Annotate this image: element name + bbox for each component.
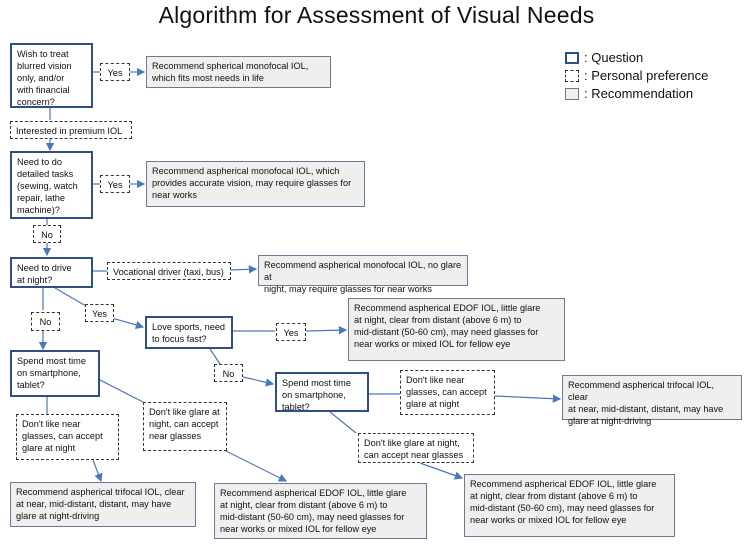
legend-question-label: : Question <box>584 50 644 65</box>
recommendation-edof-sports: Recommend aspherical EDOF IOL, little gl… <box>348 298 565 361</box>
question-smartphone-left: Spend most time on smartphone, tablet? <box>10 350 100 397</box>
vocational-driver: Vocational driver (taxi, bus) <box>107 262 231 280</box>
edge-q3-yes3 <box>54 287 87 307</box>
edge-p6b-r6b <box>225 450 288 482</box>
recommendation-edof-right: Recommend aspherical EDOF IOL, little gl… <box>464 474 675 537</box>
edge-q5l-p6b <box>99 379 144 403</box>
legend-preference-swatch <box>565 70 579 82</box>
yes-label-1: Yes <box>100 63 130 81</box>
interested-premium-iol: Interested in premium IOL <box>10 121 132 139</box>
preference-accept-glare-right: Don't like near glasses, can accept glar… <box>400 370 495 415</box>
edge-p6a-r6a <box>92 459 103 483</box>
recommendation-trifocal-right: Recommend aspherical trifocal IOL, clear… <box>562 375 742 426</box>
recommendation-spherical-monofocal: Recommend spherical monofocal IOL, which… <box>146 56 331 88</box>
recommendation-aspherical-monofocal-no-glare: Recommend aspherical monofocal IOL, no g… <box>258 255 468 294</box>
question-treat-blurred-vision: Wish to treat blurred vision only, and/o… <box>10 43 93 108</box>
recommendation-aspherical-monofocal-accurate: Recommend aspherical monofocal IOL, whic… <box>146 161 365 207</box>
diagram-title: Algorithm for Assessment of Visual Needs <box>158 2 595 28</box>
yes-label-4: Yes <box>276 323 306 341</box>
question-drive-at-night: Need to drive at night? <box>10 257 93 288</box>
yes-label-2: Yes <box>100 175 130 193</box>
recommendation-edof-left: Recommend aspherical EDOF IOL, little gl… <box>214 483 427 539</box>
edge-p5a-r5a <box>494 394 562 403</box>
edge-q4-no4 <box>209 348 221 365</box>
edge-q5r-p5b <box>329 411 357 434</box>
no-label-2: No <box>33 225 61 243</box>
legend-recommendation-swatch <box>565 88 579 100</box>
edge-yes3-q4 <box>111 317 145 330</box>
legend-question-swatch <box>565 52 579 64</box>
no-label-4: No <box>214 364 243 382</box>
edge-no4-q5r <box>242 376 275 387</box>
recommendation-trifocal-left: Recommend aspherical trifocal IOL, clear… <box>10 482 196 527</box>
legend-recommendation-label: : Recommendation <box>584 86 694 101</box>
question-detailed-tasks: Need to do detailed tasks (sewing, watch… <box>10 151 93 219</box>
preference-accept-near-glasses-right: Don't like glare at night, can accept ne… <box>358 433 474 463</box>
preference-accept-near-glasses-left: Don't like glare at night, can accept ne… <box>143 402 227 451</box>
edge-vocational-r3 <box>229 265 258 274</box>
question-love-sports: Love sports, need to focus fast? <box>145 316 233 349</box>
legend-preference-label: : Personal preference <box>584 68 709 83</box>
yes-label-3: Yes <box>85 304 114 322</box>
preference-accept-glare-left: Don't like near glasses, can accept glar… <box>16 414 119 460</box>
edge-p5b-r5b <box>419 462 464 480</box>
no-label-3: No <box>31 312 60 331</box>
edge-yes4-r4 <box>305 325 348 335</box>
question-smartphone-right: Spend most time on smartphone, tablet? <box>275 372 369 412</box>
